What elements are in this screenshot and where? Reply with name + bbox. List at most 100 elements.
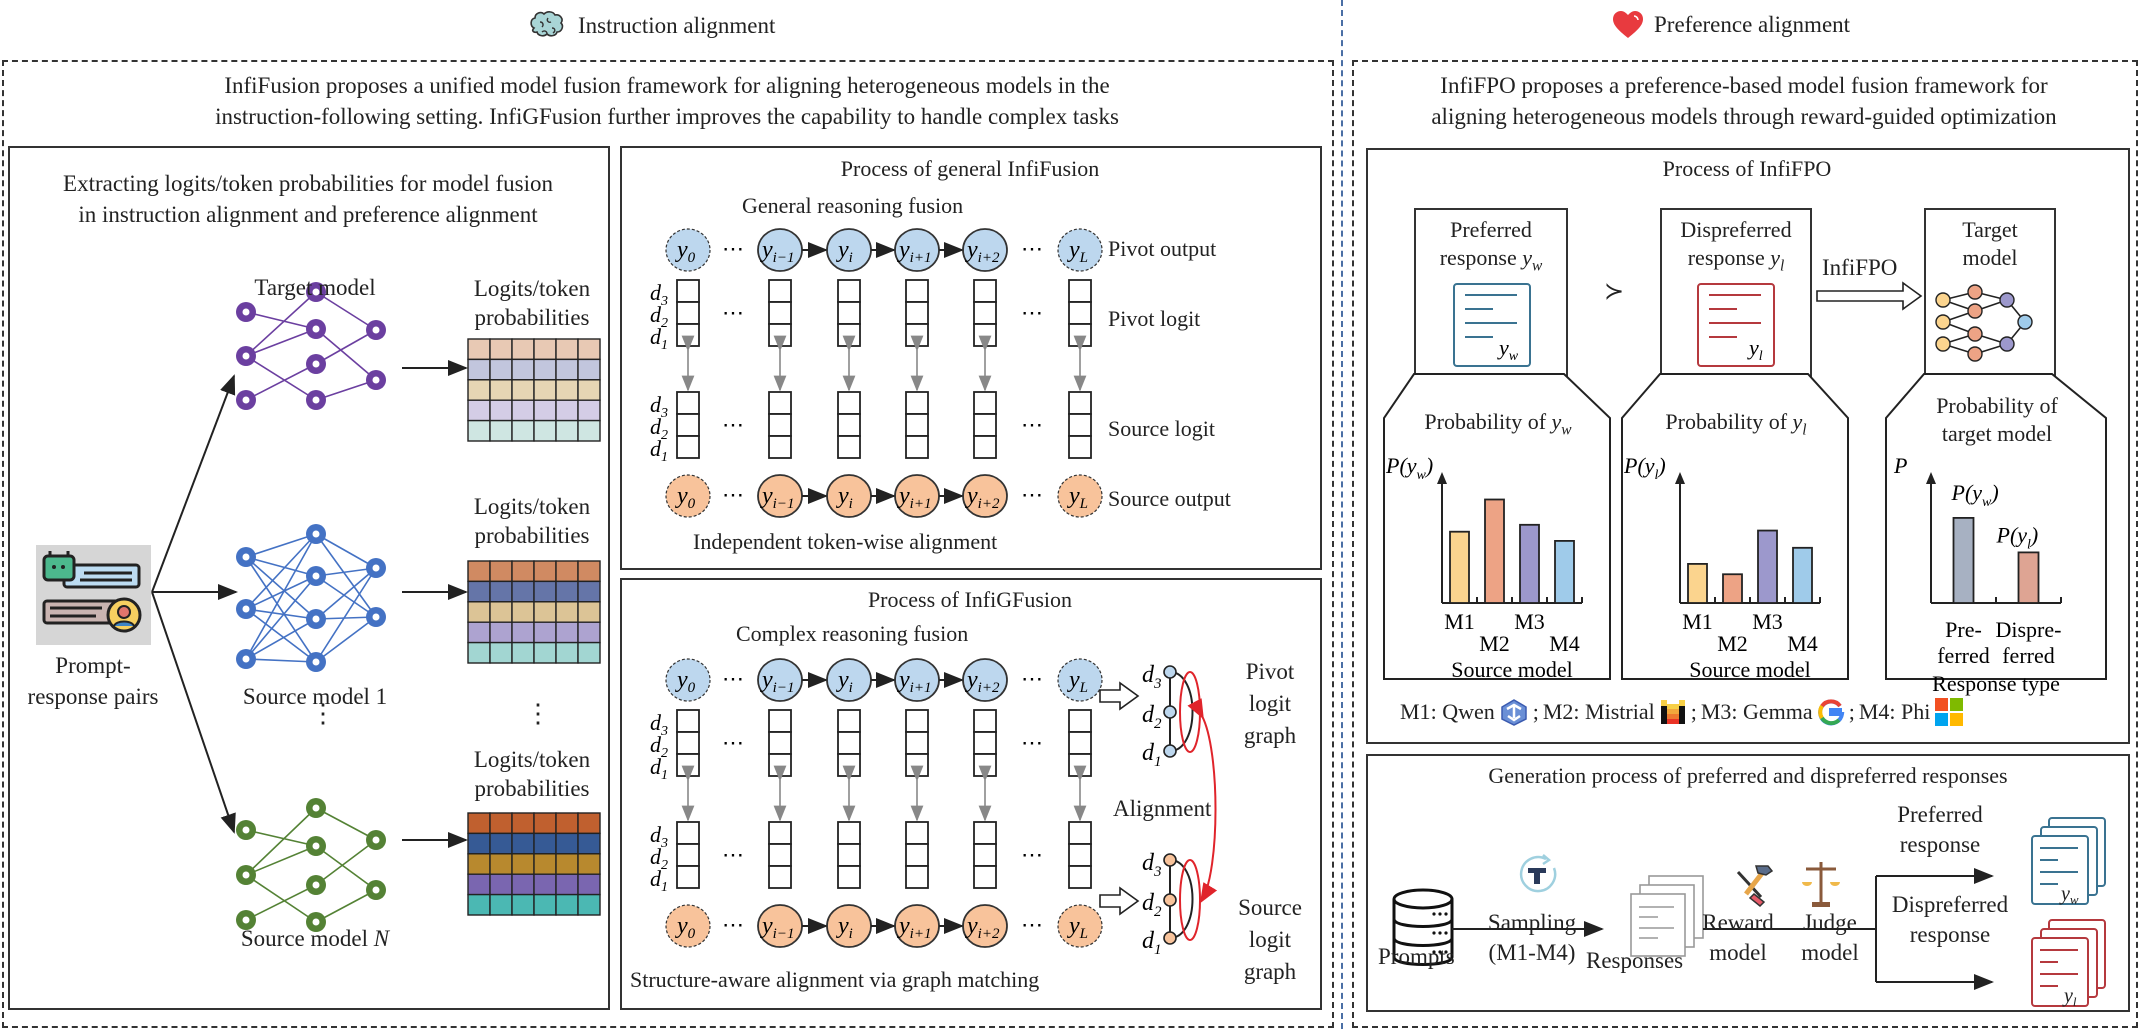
pivot-token-node: yi+1 [894,658,940,702]
chart-bar [1449,530,1470,604]
fpo-target-network-icon [1935,284,2033,362]
pivot-logit-cell [837,731,861,755]
logit-cell [577,832,601,855]
pivot-logit-cell [905,301,929,325]
infifpo-arrow-label: InfiFPO [1822,255,1898,280]
logit-cell [533,873,557,896]
logit-cell [533,580,557,603]
pivot-output-label: Pivot output [1108,236,1217,261]
source-logit-cell [973,413,997,437]
logit-cell [489,419,513,442]
svg-text:⋯: ⋯ [722,300,744,325]
prob-yl-title: Probability of yl [1665,409,1807,439]
source-token-node: yi+1 [894,474,940,518]
logit-cell [555,812,579,835]
neural-network-icon [236,524,386,672]
pivot-logit-cell [1068,731,1092,755]
source-logit-cell [837,843,861,867]
logit-cell [577,580,601,603]
pivot-logit-cell [905,731,929,755]
pivot-token-node: yi+2 [962,228,1008,272]
logit-cell [467,601,491,623]
source-logit-cell [768,413,792,437]
svg-text:⋯: ⋯ [722,666,744,691]
pivot-logit-cell [676,323,700,347]
pivot-logit-cell [676,753,700,777]
alignment-arrow [1187,698,1218,904]
logit-cell [533,560,557,583]
chart-tick-label: M2 [1717,631,1748,656]
logit-cell [489,812,513,835]
heart-icon [1613,11,1643,38]
pivot-logit-graph-label: Pivot logit graph [1243,659,1297,748]
logit-cell [555,338,579,361]
pivot-token-node: yi+2 [962,658,1008,702]
fpo-target-model-title: Target model [1962,217,2018,270]
pivot-token-node: y0 [665,658,711,702]
svg-text:yi: yi [836,667,853,696]
pivot-logit-cell [768,323,792,347]
logit-cell [533,893,557,916]
source-logit-cell [973,865,997,889]
logit-cell [555,893,579,916]
pivot-token-node: yi+1 [894,228,940,272]
chart-prob-target: PPre-ferredP(yw)Dispre-ferredP(yl)Respon… [1893,453,2062,696]
preferred-document-icon: yw [1453,283,1531,367]
source-token-node: yi [826,474,872,518]
logit-cell [511,873,535,896]
logit-cell [467,641,491,664]
pivot-logit-graph: d3 d2 d1 [1142,662,1201,770]
preference-alignment-container [1352,60,2138,1028]
svg-text:d3: d3 [1142,850,1162,880]
pivot-logit-cell [1068,301,1092,325]
logit-cell [555,358,579,381]
arrow-to-target-model [151,374,236,593]
source-token-node: yL [1057,474,1103,518]
logit-cell [511,419,535,442]
logit-cell [533,399,557,422]
source-model-1-label: Source model 1 [242,684,388,709]
pivot-logit-cell [973,753,997,777]
chart-bar [2017,551,2040,604]
source-logit-cell [905,865,929,889]
logit-cell [489,379,513,401]
chart-tick-label: M3 [1752,609,1783,634]
pivot-logit-label: Pivot logit [1108,306,1201,331]
general-panel-footer: Independent token-wise alignment [693,529,998,554]
svg-text:⋯: ⋯ [722,842,744,867]
source-logit-cell [1068,413,1092,437]
chart-ylabel: P [1893,453,1907,478]
legend-m3: M3: Gemma [1700,699,1813,724]
section-divider [1341,0,1343,1029]
svg-text:yi: yi [836,483,853,512]
pivot-logit-cell [1068,709,1092,733]
generation-flow: yw yl [1392,817,2106,1009]
graph-panel-footer: Structure-aware alignment via graph matc… [630,967,1040,992]
logit-cell [577,641,601,664]
chart-tick-label: M1 [1444,609,1475,634]
source-logit-cell [905,391,929,415]
sampling-label: Sampling (M1-M4) [1487,910,1577,965]
svg-text:d2: d2 [1142,702,1162,732]
pivot-logit-cell [768,731,792,755]
logit-cell [577,873,601,896]
pivot-logit-cell [768,753,792,777]
chart-xlabel: Source model [1689,657,1811,682]
logit-cell [511,641,535,664]
logit-cell [489,399,513,422]
pivot-logit-cell [837,753,861,777]
pivot-logit-cell [676,731,700,755]
chart-bar [1722,573,1743,604]
responses-stack-icon [1630,875,1704,957]
prompts-label: Prompts [1378,944,1455,969]
neural-network-icon [236,282,386,410]
logit-cell [555,601,579,623]
pivot-token-node: yL [1057,658,1103,702]
logit-cell [533,601,557,623]
arrow-to-source-model-n [151,591,236,834]
logit-cell [489,873,513,896]
svg-text:d2: d2 [1142,890,1162,920]
prompt-response-label: Prompt- response pairs [27,653,159,709]
